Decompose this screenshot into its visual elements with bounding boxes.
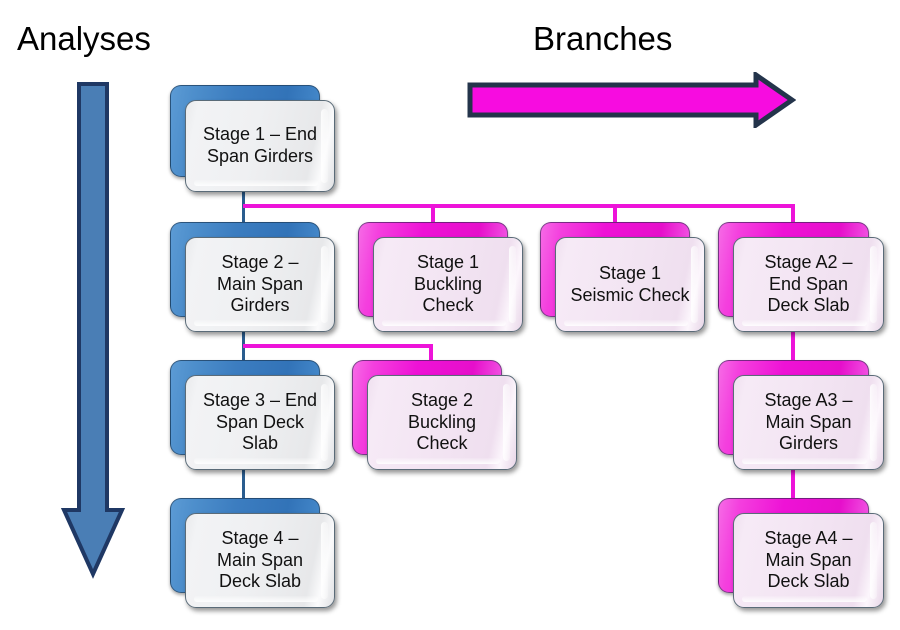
node-label: Stage 4 – Main Span Deck Slab <box>216 527 304 592</box>
node-stage2-buckling-check[interactable]: Stage 2 Buckling Check <box>352 360 517 470</box>
node-label: Stage 2 – Main Span Girders <box>216 251 304 316</box>
connector-magenta-drop-seismic1 <box>613 204 617 226</box>
heading-branches: Branches <box>533 20 673 57</box>
analyses-down-arrow <box>60 82 126 579</box>
node-face[interactable]: Stage 1 Seismic Check <box>555 237 705 332</box>
connector-magenta-a2-a3 <box>791 328 795 366</box>
node-face[interactable]: Stage 2 – Main Span Girders <box>185 237 335 332</box>
node-face[interactable]: Stage 1 Buckling Check <box>373 237 523 332</box>
node-stage1-end-span-girders[interactable]: Stage 1 – End Span Girders <box>170 85 335 192</box>
node-label: Stage A2 – End Span Deck Slab <box>764 251 853 316</box>
node-stageA2-end-span-deck-slab[interactable]: Stage A2 – End Span Deck Slab <box>718 222 884 332</box>
node-face[interactable]: Stage A3 – Main Span Girders <box>733 375 884 470</box>
connector-magenta-bus-row2 <box>243 344 433 348</box>
node-stageA3-main-span-girders[interactable]: Stage A3 – Main Span Girders <box>718 360 884 470</box>
node-stage4-main-span-deck-slab[interactable]: Stage 4 – Main Span Deck Slab <box>170 498 335 608</box>
branches-right-arrow <box>467 72 796 128</box>
node-label: Stage 2 Buckling Check <box>407 389 477 454</box>
node-face[interactable]: Stage 2 Buckling Check <box>367 375 517 470</box>
node-stage3-end-span-deck-slab[interactable]: Stage 3 – End Span Deck Slab <box>170 360 335 470</box>
node-stageA4-main-span-deck-slab[interactable]: Stage A4 – Main Span Deck Slab <box>718 498 884 608</box>
node-stage2-main-span-girders[interactable]: Stage 2 – Main Span Girders <box>170 222 335 332</box>
connector-magenta-drop-buckling1 <box>431 204 435 226</box>
connector-magenta-drop-buckling2 <box>429 344 433 366</box>
connector-magenta-drop-a2 <box>791 204 795 226</box>
node-label: Stage A4 – Main Span Deck Slab <box>764 527 853 592</box>
node-label: Stage 1 Buckling Check <box>413 251 483 316</box>
node-face[interactable]: Stage A2 – End Span Deck Slab <box>733 237 884 332</box>
node-label: Stage 1 – End Span Girders <box>202 124 318 166</box>
heading-analyses: Analyses <box>17 20 151 57</box>
node-face[interactable]: Stage 1 – End Span Girders <box>185 100 335 192</box>
node-label: Stage 3 – End Span Deck Slab <box>202 389 318 454</box>
node-label: Stage A3 – Main Span Girders <box>764 389 853 454</box>
node-stage1-seismic-check[interactable]: Stage 1 Seismic Check <box>540 222 705 332</box>
node-face[interactable]: Stage 3 – End Span Deck Slab <box>185 375 335 470</box>
connector-blue-3-4 <box>242 464 245 502</box>
connector-magenta-a3-a4 <box>791 464 795 502</box>
connector-magenta-bus-row1 <box>243 204 795 208</box>
node-face[interactable]: Stage A4 – Main Span Deck Slab <box>733 513 884 608</box>
node-label: Stage 1 Seismic Check <box>570 262 690 305</box>
node-face[interactable]: Stage 4 – Main Span Deck Slab <box>185 513 335 608</box>
node-stage1-buckling-check[interactable]: Stage 1 Buckling Check <box>358 222 523 332</box>
